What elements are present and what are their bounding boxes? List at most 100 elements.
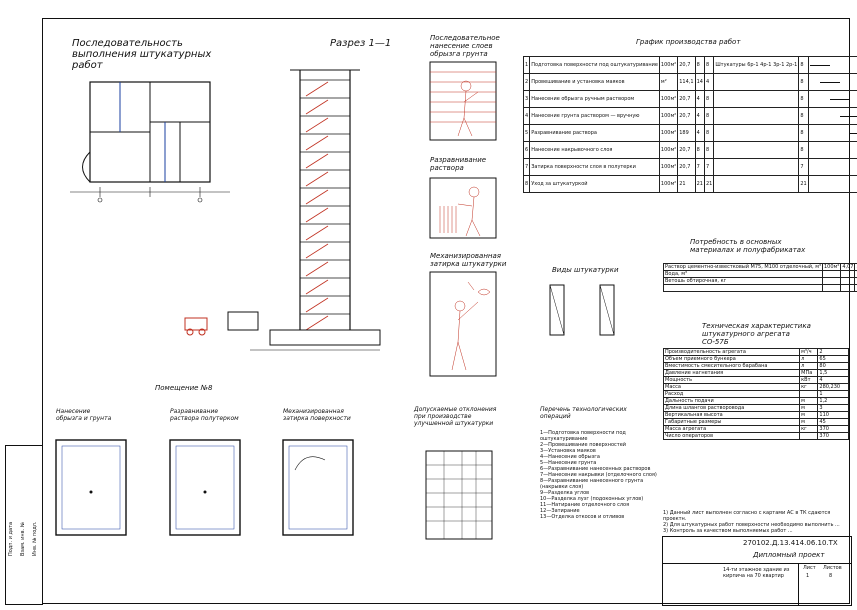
gantt-bar: [809, 64, 830, 66]
station-cell-1: м: [799, 404, 819, 412]
schedule-cell-days: 8: [798, 141, 809, 159]
schedule-cell-time: 14: [694, 73, 705, 91]
note-item: 2) Для штукатурных работ поверхности нео…: [663, 522, 840, 528]
station-cell-1: МПа: [799, 369, 819, 377]
stamp-code: 270102.Д.13.414.06.10.ТХ: [743, 539, 838, 547]
schedule-cell-qty: 20,7: [677, 90, 696, 108]
station-cell-2: 45: [817, 418, 849, 426]
schedule-cell-name: Нанесение грунта раствором — вручную: [529, 107, 660, 125]
plaster-types-figure: [549, 284, 615, 336]
section-title: Разрез 1—1: [330, 38, 392, 49]
schedule-cell-name: Нанесение накрывочного слоя: [529, 141, 660, 159]
gantt-cell: [807, 56, 857, 74]
sheet-frame: [42, 18, 850, 604]
operation-item: 1—Подготовка поверхности под оштукатурив…: [540, 430, 626, 442]
operation-item: 7—Нанесение накрывки (отделочного слоя): [540, 472, 657, 478]
room-a-title: Нанесение обрызга и грунта: [56, 408, 112, 422]
gantt-cell: [807, 124, 857, 142]
materials-cell-2: [840, 270, 856, 278]
gantt-bar: [839, 115, 857, 117]
operation-item: 12—Затирание: [540, 508, 580, 514]
schedule-cell-name: Уход за штукатуркой: [529, 175, 660, 193]
schedule-cell-name: Провешивание и установка маяков: [529, 73, 660, 91]
note-item: 3) Контроль за качеством выполняемых раб…: [663, 528, 793, 534]
tolerances-title: Допускаемые отклонения при производстве …: [414, 406, 497, 427]
materials-cell-0: Вода, м³: [663, 270, 823, 278]
station-cell-0: Мощность: [662, 376, 801, 384]
station-cell-2: 370: [817, 425, 849, 433]
stamp-sheets-label: Листов: [823, 565, 842, 571]
stamp-sheets: 8: [829, 573, 833, 579]
schedule-cell-unit: 100м²: [658, 175, 679, 193]
sequence-title: Последовательность выполнения штукатурны…: [72, 38, 212, 71]
schedule-cell-time: 4: [694, 124, 705, 142]
station-cell-0: Расход: [662, 390, 801, 398]
station-cell-1: [799, 390, 819, 398]
station-cell-2: 1: [817, 390, 849, 398]
schedule-cell-people: 8: [703, 107, 715, 125]
schedule-cell-days: 7: [798, 158, 809, 176]
station-cell-2: 1,5: [817, 369, 849, 377]
schedule-cell-crew: Штукатуры 6р-1 4р-1 3р-1 2р-1: [713, 56, 800, 74]
room-c-title: Механизированная затирка поверхности: [283, 408, 351, 422]
station-cell-1: [799, 432, 819, 440]
step3-figure: [429, 271, 497, 377]
room-b-plan: [169, 439, 241, 536]
note-item: 1) Данный лист выполнен согласно с карта…: [663, 510, 831, 522]
schedule-cell-time: 21: [694, 175, 705, 193]
schedule-cell-days: 21: [798, 175, 809, 193]
schedule-cell-time: 4: [694, 90, 705, 108]
schedule-cell-unit: 100м²: [658, 158, 679, 176]
station-cell-2: 110: [817, 411, 849, 419]
schedule-cell-time: 4: [694, 107, 705, 125]
room-b-title: Разравнивание раствора полутерком: [170, 408, 239, 422]
step1-figure: [429, 61, 497, 141]
schedule-cell-unit: 100м²: [658, 90, 679, 108]
schedule-cell-people: 4: [703, 73, 715, 91]
station-cell-0: Габаритные размеры: [662, 418, 801, 426]
operation-item: 2—Провешивание поверхностей: [540, 442, 627, 448]
materials-cell-1: [821, 270, 842, 278]
station-cell-2: 4: [817, 376, 849, 384]
schedule-cell-qty: 20,7: [677, 56, 696, 74]
station-cell-0: Масса: [662, 383, 801, 391]
station-row: Расход 1: [662, 390, 849, 398]
station-cell-0: Вертикальная высота: [662, 411, 801, 419]
schedule-cell-crew: [713, 73, 800, 91]
schedule-cell-days: 8: [798, 73, 809, 91]
operation-item: 10—Разделка лузг (подоконных углов): [540, 496, 644, 502]
gantt-cell: [807, 175, 857, 193]
station-cell-2: 2: [817, 348, 849, 356]
schedule-cell-qty: 20,7: [677, 107, 696, 125]
floor-plan: [70, 81, 230, 203]
materials-row: Вода, м³75,7: [663, 270, 857, 278]
station-cell-2: 370: [817, 432, 849, 440]
station-cell-0: Дальность подачи: [662, 397, 801, 405]
stamp-sheet-label: Лист: [803, 565, 816, 571]
schedule-cell-crew: [713, 175, 800, 193]
schedule-cell-people: 8: [703, 56, 715, 74]
schedule-cell-no: 8: [522, 175, 531, 193]
schedule-cell-people: 8: [703, 90, 715, 108]
room-a-plan: [55, 439, 127, 536]
materials-row: Ветошь обтирочная, кг78,2: [663, 277, 857, 285]
section-drawing: [184, 69, 381, 351]
materials-cell-0: Раствор цементно-известковый М75, M100 о…: [663, 263, 823, 271]
schedule-cell-crew: [713, 158, 800, 176]
operation-item: 8—Разравнивание нанесенного грунта (накр…: [540, 478, 644, 490]
stamp-sheet: 1: [806, 573, 810, 579]
step3-title: Механизированная затирка штукатурки: [430, 252, 507, 268]
schedule-cell-unit: 100м²: [658, 124, 679, 142]
room-title: Помещение №8: [155, 384, 213, 392]
left-strip-label-1: Подп. и дата: [8, 521, 14, 556]
